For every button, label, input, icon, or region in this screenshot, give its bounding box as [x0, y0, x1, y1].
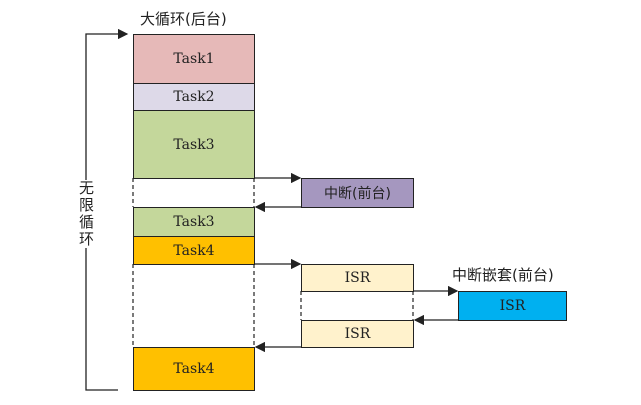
flow-arrows [254, 172, 459, 353]
task4-block: Task4 [133, 236, 255, 265]
isr-block: ISR [301, 264, 414, 292]
task2-block: Task2 [133, 83, 255, 111]
task4-resume-block: Task4 [133, 347, 255, 391]
nested-isr-block: ISR [458, 291, 567, 321]
background-loop-title: 大循环(后台) [140, 10, 227, 28]
task3-resume-block: Task3 [133, 207, 255, 237]
nested-interrupt-label: 中断嵌套(前台) [452, 266, 554, 284]
interrupt-block: 中断(前台) [301, 178, 414, 208]
task1-block: Task1 [133, 34, 255, 84]
isr-resume-block: ISR [301, 320, 414, 348]
dashed-gaps [132, 178, 414, 347]
infinite-loop-label: 无限循环 [77, 180, 95, 248]
task3-block: Task3 [133, 110, 255, 179]
